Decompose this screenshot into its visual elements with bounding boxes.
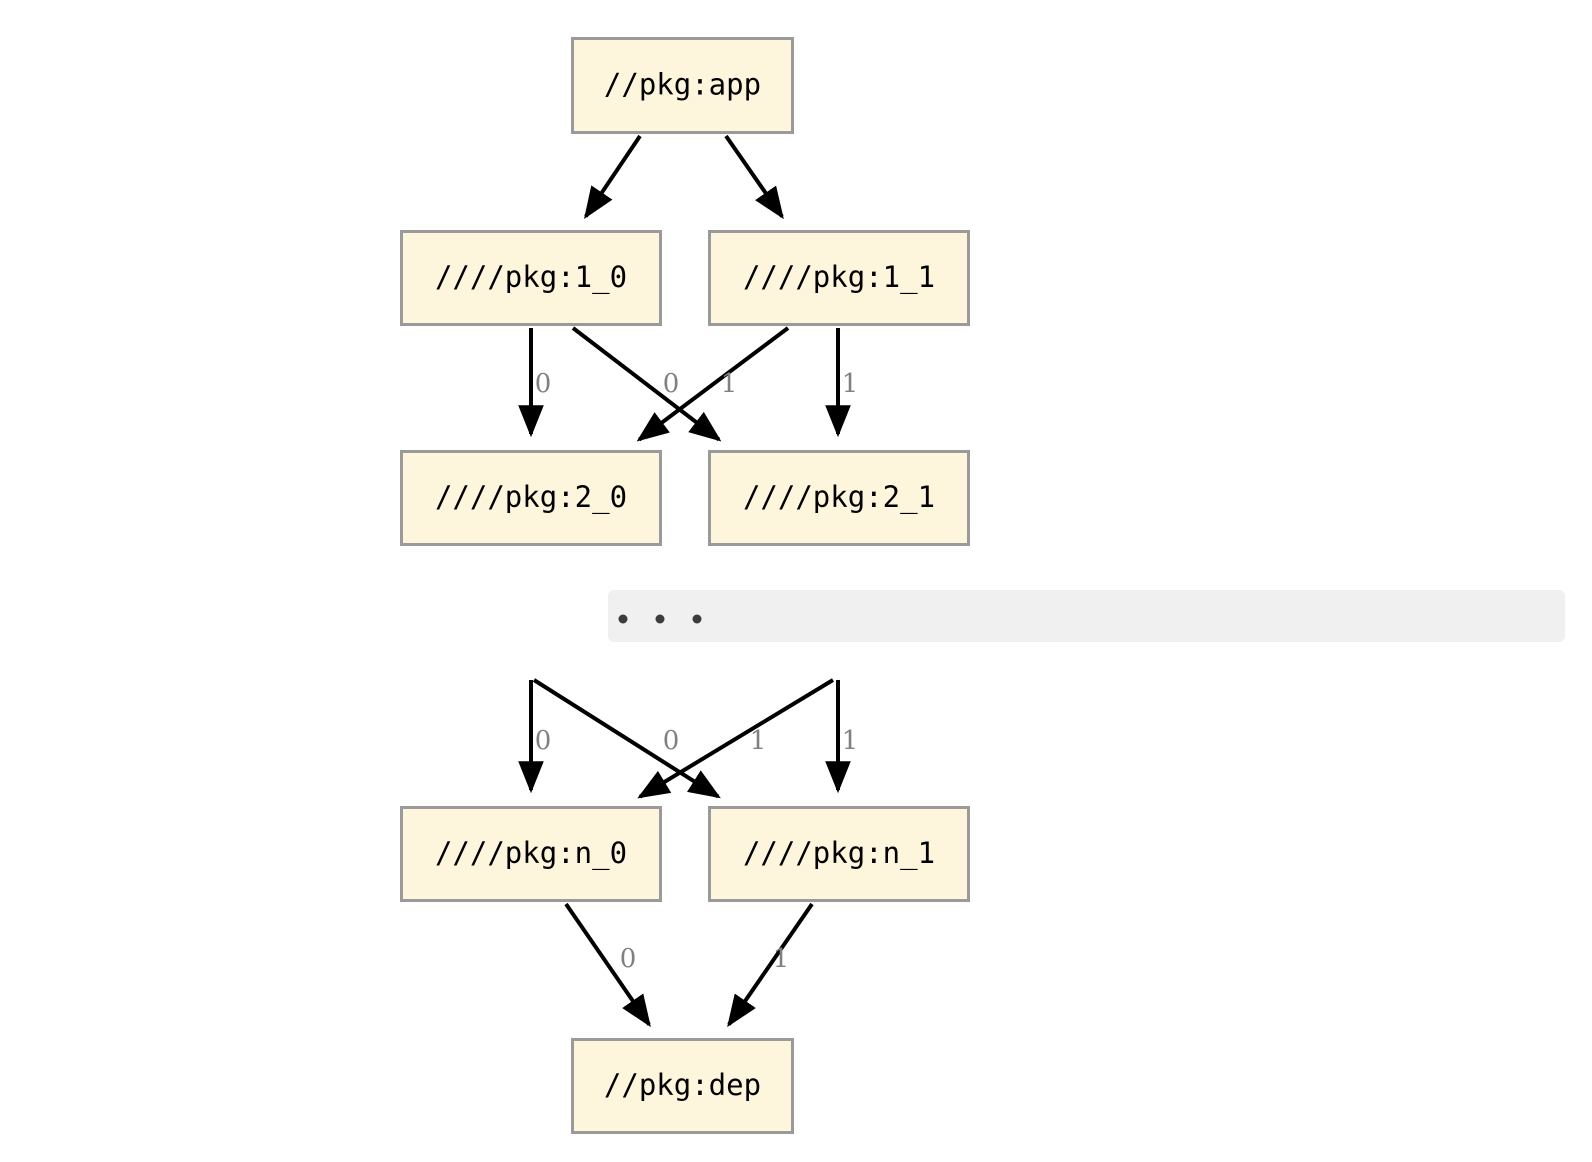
- graph-node-n1_1[interactable]: ////pkg:1_1: [708, 230, 970, 326]
- edge-line: [724, 134, 784, 220]
- edge-label: 0: [663, 369, 680, 399]
- graph-node-n2_0[interactable]: ////pkg:2_0: [400, 450, 662, 546]
- node-label: ////pkg:1_1: [743, 260, 935, 295]
- node-label: ////pkg:1_0: [435, 260, 627, 295]
- graph-edge: 0: [564, 902, 651, 1028]
- graph-node-dep[interactable]: //pkg:dep: [571, 1038, 794, 1134]
- ellipsis-dot: [692, 614, 702, 624]
- node-box[interactable]: [400, 230, 662, 326]
- graph-node-nn_0[interactable]: ////pkg:n_0: [400, 806, 662, 902]
- graph-edge: 0: [532, 678, 721, 799]
- edge-line: [564, 902, 651, 1028]
- node-box[interactable]: [400, 806, 662, 902]
- node-box[interactable]: [400, 450, 662, 546]
- node-box[interactable]: [571, 37, 794, 134]
- nodes-layer: //pkg:app ////pkg:1_0 ////pkg:1_1 ////pkg:2…: [400, 37, 970, 1134]
- node-label: ////pkg:n_1: [743, 836, 935, 871]
- edge-label: 0: [535, 369, 552, 399]
- graph-edge: 0: [571, 326, 722, 442]
- node-label: ////pkg:2_1: [743, 480, 935, 515]
- node-label: //pkg:dep: [604, 1068, 761, 1102]
- ellipsis-separator: [608, 590, 1565, 642]
- edge-line: [532, 678, 721, 799]
- graph-edge: 1: [825, 680, 859, 794]
- edge-label: 1: [773, 944, 790, 974]
- graph-node-nn_1[interactable]: ////pkg:n_1: [708, 806, 970, 902]
- ellipsis-band: [608, 590, 1565, 642]
- edge-line: [636, 326, 790, 442]
- edges-layer: 0 0 1 1 0 0 1 1 0 1: [518, 134, 859, 1028]
- edge-line: [571, 326, 722, 442]
- graph-edge: 1: [636, 326, 790, 442]
- ellipsis-dot: [618, 614, 628, 624]
- edge-line: [584, 134, 642, 220]
- graph-node-app[interactable]: //pkg:app: [571, 37, 794, 134]
- edge-label: 1: [721, 369, 738, 399]
- graph-node-n1_0[interactable]: ////pkg:1_0: [400, 230, 662, 326]
- ellipsis-dot: [655, 614, 665, 624]
- graph-edge: 1: [825, 328, 859, 438]
- graph-edge: [584, 134, 642, 220]
- node-box[interactable]: [571, 1038, 794, 1134]
- graph-edge: [724, 134, 784, 220]
- edge-line: [637, 678, 835, 799]
- node-label: ////pkg:2_0: [435, 480, 627, 515]
- graph-edge: 0: [518, 328, 552, 438]
- edge-label: 0: [620, 944, 637, 974]
- edge-label: 0: [663, 726, 680, 756]
- node-label: ////pkg:n_0: [435, 836, 627, 871]
- node-box[interactable]: [708, 450, 970, 546]
- edge-label: 1: [842, 726, 859, 756]
- node-box[interactable]: [708, 230, 970, 326]
- node-label: //pkg:app: [604, 68, 761, 102]
- node-box[interactable]: [708, 806, 970, 902]
- graph-edge: 1: [637, 678, 835, 799]
- graph-edge: 0: [518, 680, 552, 794]
- edge-label: 1: [750, 726, 767, 756]
- edge-line: [727, 902, 814, 1028]
- graph-edge: 1: [727, 902, 814, 1028]
- edge-label: 0: [535, 726, 552, 756]
- edge-label: 1: [842, 369, 859, 399]
- graph-node-n2_1[interactable]: ////pkg:2_1: [708, 450, 970, 546]
